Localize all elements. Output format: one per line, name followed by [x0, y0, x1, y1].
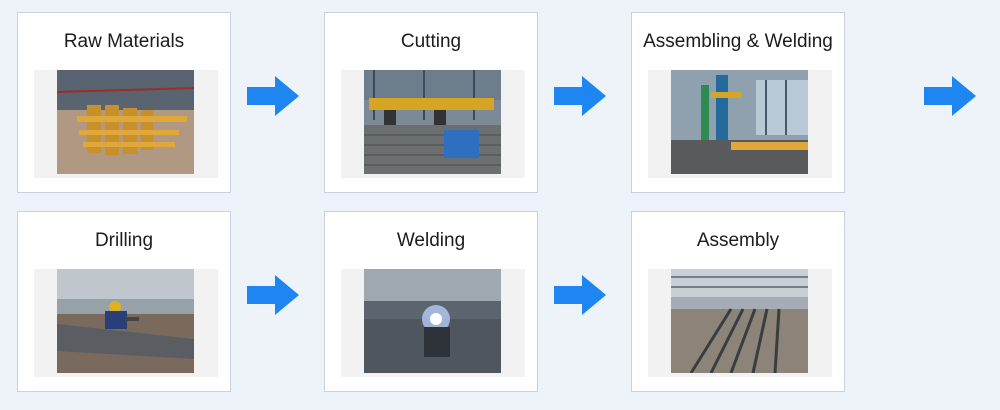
right-arrow-icon [554, 76, 606, 116]
step-card-cutting: Cutting [324, 12, 538, 193]
assembling-welding-photo [671, 70, 808, 174]
step-title: Welding [396, 230, 466, 251]
right-arrow-icon [247, 76, 299, 116]
step-title: Drilling [94, 230, 154, 251]
step-card-welding: Welding [324, 211, 538, 392]
step-title: Cutting [400, 31, 462, 52]
step-card-drilling: Drilling [17, 211, 231, 392]
raw-materials-photo [57, 70, 194, 174]
right-arrow-icon [247, 275, 299, 315]
step-title: Assembly [696, 230, 780, 251]
step-card-raw-materials: Raw Materials [17, 12, 231, 193]
right-arrow-icon [554, 275, 606, 315]
welding-photo [364, 269, 501, 373]
step-title: Raw Materials [63, 31, 185, 52]
step-card-assembling-welding: Assembling & Welding [631, 12, 845, 193]
drilling-photo [57, 269, 194, 373]
right-arrow-icon [924, 76, 976, 116]
step-card-assembly: Assembly [631, 211, 845, 392]
cutting-photo [364, 70, 501, 174]
assembly-photo [671, 269, 808, 373]
step-title: Assembling & Welding [643, 31, 833, 52]
